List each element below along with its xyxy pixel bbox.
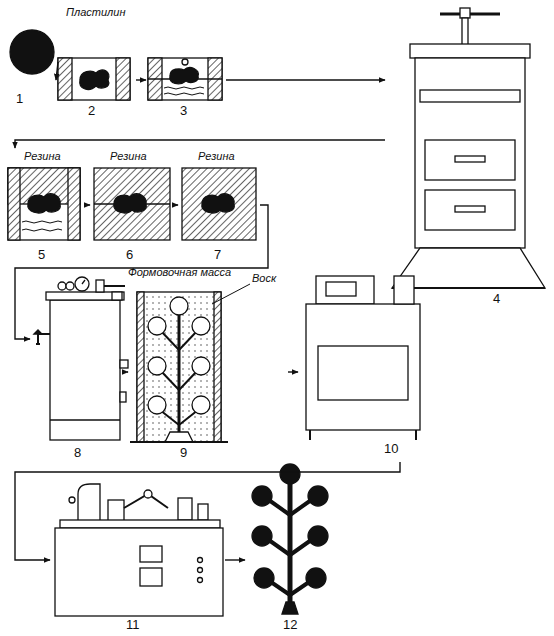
material-label: Формовочная масса xyxy=(128,266,231,278)
material-label: Резина xyxy=(24,150,61,162)
flow-arrow xyxy=(84,204,90,205)
leader-line xyxy=(212,284,250,304)
material-label: Пластилин xyxy=(66,6,125,18)
process-stage: 4 xyxy=(385,4,547,308)
casting-machine xyxy=(55,484,223,616)
flow-arrow xyxy=(288,371,298,372)
process-stage: Резина 6 xyxy=(90,148,172,266)
flow-arrow xyxy=(56,62,58,80)
stage-number: 10 xyxy=(384,442,398,456)
stage-number: 1 xyxy=(16,92,23,106)
flow-arrow xyxy=(136,79,146,80)
stage-number: 4 xyxy=(493,292,500,306)
frame-with-model xyxy=(58,58,130,100)
process-stage: 10 xyxy=(298,262,428,462)
flow-arrow xyxy=(127,371,128,372)
material-label: Резина xyxy=(198,150,235,162)
process-stage: 3 xyxy=(146,50,226,120)
plasticine-ball xyxy=(10,30,54,74)
flow-arrow xyxy=(226,79,385,80)
process-stage: 1 xyxy=(8,28,58,112)
wax-injector xyxy=(34,277,128,440)
flow-arrow xyxy=(172,204,178,205)
casting-flask xyxy=(130,284,250,442)
material-label: Резина xyxy=(110,150,147,162)
stage-number: 11 xyxy=(126,618,140,632)
stage-number: 6 xyxy=(126,248,133,262)
process-stage: Пластилин 2 xyxy=(56,4,136,120)
vulcanizing-press xyxy=(392,8,545,288)
flow-arrow xyxy=(15,462,400,560)
flow-arrow xyxy=(15,140,385,148)
cast-tree xyxy=(252,464,328,614)
flow-arrow xyxy=(15,205,268,339)
flow-arrow xyxy=(225,559,245,560)
process-stage: Резина 5 xyxy=(4,148,84,266)
process-stage: Формовочная массаВоск 9 xyxy=(128,266,288,466)
stage-number: 12 xyxy=(283,618,297,632)
rubber-mold xyxy=(182,168,256,240)
stage-number: 3 xyxy=(180,104,187,118)
stage-number: 5 xyxy=(38,248,45,262)
process-stage: 8 xyxy=(30,270,127,466)
stage-number: 2 xyxy=(88,104,95,118)
stage-number: 9 xyxy=(180,446,187,460)
mold-rubber-liquid xyxy=(8,168,80,240)
material-label: Воск xyxy=(252,272,276,284)
mold-rubber-full xyxy=(94,168,170,240)
process-stage: Резина 7 xyxy=(178,148,260,266)
process-stage: 12 xyxy=(245,452,340,634)
process-stage: 11 xyxy=(50,478,225,634)
burnout-furnace xyxy=(306,276,420,440)
stage-number: 8 xyxy=(74,446,81,460)
frame-in-liquid xyxy=(148,58,222,100)
stage-number: 7 xyxy=(214,248,221,262)
